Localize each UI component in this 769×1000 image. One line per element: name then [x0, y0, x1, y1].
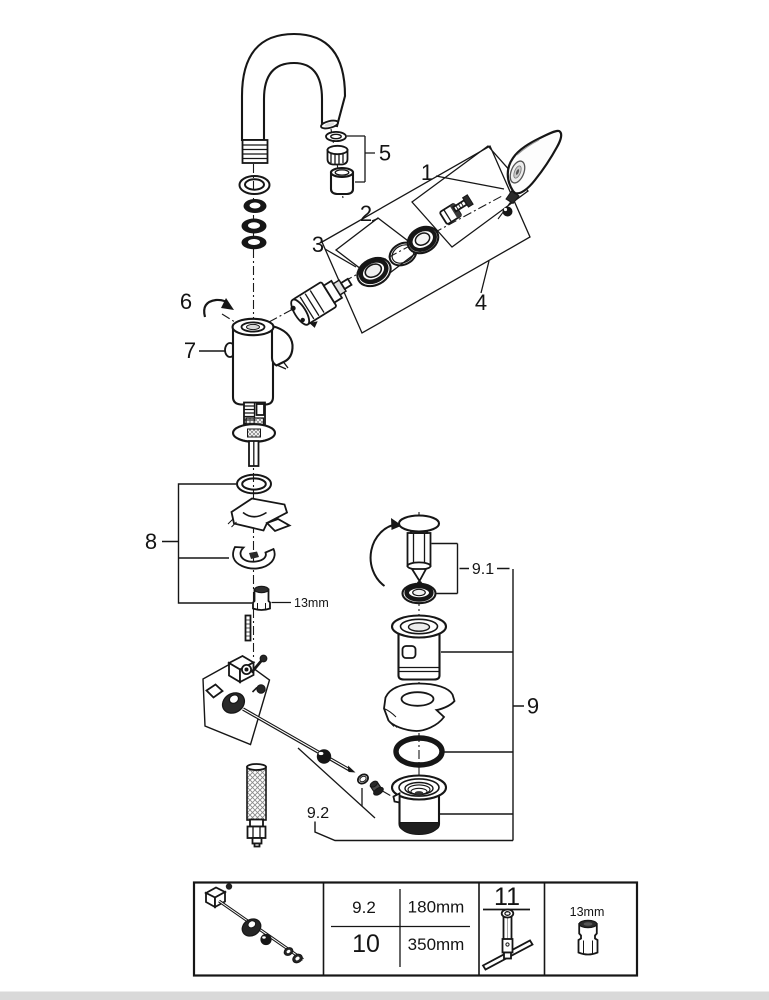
- aerator-sleeve: [329, 167, 355, 196]
- aerator-washer: [325, 130, 347, 142]
- body-spout-boss: [270, 324, 294, 367]
- spout-o-rings: [238, 175, 271, 250]
- drain-tailpiece: [390, 774, 448, 836]
- mounting-nut: [252, 585, 271, 611]
- mounting-horseshoe: [232, 546, 276, 570]
- rod-assembly-thumbnail: [204, 883, 304, 964]
- page-edge-strip: [0, 991, 769, 1000]
- lever-handle: [506, 129, 563, 195]
- wedge-gasket: [383, 682, 456, 732]
- mounting-set: 13mm 8: [145, 473, 329, 642]
- socket-size-label: 13mm: [570, 905, 605, 919]
- spout: [238, 32, 347, 250]
- callout-8: 8: [145, 529, 157, 554]
- rod-clamp-block: [227, 654, 256, 684]
- callout-5-bracket: [347, 135, 375, 183]
- clamp-screw-2: [256, 684, 266, 694]
- aerator-assembly: 5: [325, 130, 391, 196]
- handle-ball: [502, 206, 513, 217]
- rod-cone: [205, 683, 224, 699]
- group-outlines: 1 2 3 4: [312, 145, 531, 334]
- callout-5: 5: [379, 141, 391, 166]
- callout-4: 4: [475, 290, 487, 315]
- group-outline-1: [411, 145, 529, 248]
- callout-1-leader: [435, 175, 505, 190]
- threaded-rod: [244, 614, 252, 642]
- mounting-plate: [227, 497, 292, 533]
- clamp-screw: [250, 659, 264, 674]
- drain-flange-body: [390, 614, 448, 681]
- popup-plug: [369, 514, 441, 587]
- plug-seal-ring: [401, 582, 437, 605]
- callout-6: 6: [180, 289, 192, 314]
- spout-outlet-tip: [320, 119, 339, 130]
- callout-9-2-bracket: [314, 821, 513, 842]
- callout-8-bracket: [162, 483, 252, 604]
- spout-threaded-end: [241, 139, 269, 164]
- callout-11: 11: [494, 883, 520, 911]
- callout-9-1-bracket: [431, 542, 510, 595]
- cartridge: [290, 277, 353, 328]
- rotate-arrow-head: [221, 298, 234, 310]
- body-shank: [231, 401, 277, 467]
- drain-assembly: 9.1 9: [369, 514, 539, 841]
- drain-o-ring: [393, 735, 445, 768]
- callout-9: 9: [527, 694, 539, 719]
- faucet-body: 6 7: [180, 289, 294, 467]
- rod-o-ring: [357, 773, 369, 785]
- group-outline-4: [321, 145, 531, 334]
- callout-3: 3: [312, 232, 324, 257]
- callout-3-leader: [324, 248, 357, 268]
- mounting-o-ring: [236, 473, 272, 495]
- size-len-1: 180mm: [408, 898, 465, 917]
- pivot-rod: [242, 707, 356, 773]
- rod-knurled-nut: [221, 692, 246, 714]
- rod-flange-nut: [369, 780, 384, 796]
- size-ref-1: 9.2: [352, 898, 376, 917]
- callout-2-leader: [371, 217, 379, 222]
- callout-9-bracket: [440, 569, 524, 841]
- handle-screw-set: [439, 189, 520, 225]
- footer-table: 9.2 180mm 10 350mm 11 13mm: [192, 881, 639, 977]
- supply-hose: [246, 763, 267, 848]
- socket-tool-thumbnail: [481, 908, 534, 971]
- handle-screw: [451, 194, 474, 213]
- flip-arrow-icon: [369, 523, 398, 587]
- callout-4-leader: [480, 260, 490, 294]
- aerator-insert: [326, 144, 349, 166]
- escutcheon-dome: [406, 225, 440, 255]
- callout-2: 2: [360, 201, 372, 226]
- wrench-size-label: 13mm: [294, 596, 329, 610]
- size-grid-lines: [331, 889, 470, 967]
- size-len-2: 350mm: [408, 935, 465, 954]
- socket-13mm-thumbnail: [577, 919, 599, 956]
- size-ref-2: 10: [352, 930, 380, 958]
- callout-9-1: 9.1: [472, 561, 494, 578]
- callout-7: 7: [184, 338, 196, 363]
- callout-9-2: 9.2: [307, 805, 329, 822]
- pivot-rod-assembly: 9.2: [202, 654, 513, 842]
- callout-1: 1: [421, 160, 433, 185]
- cap-ring: [356, 256, 392, 288]
